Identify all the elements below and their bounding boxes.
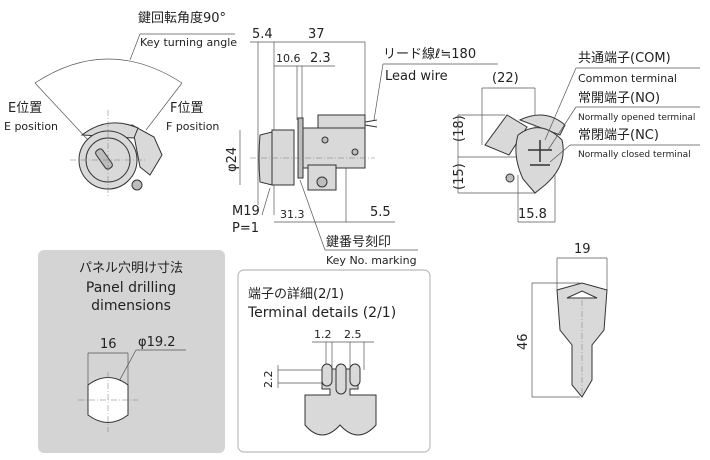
leader-line (547, 106, 577, 151)
front-view: 鍵回転角度90° Key turning angle E位置 E positio… (4, 10, 237, 196)
dim-2-2: 2.2 (262, 371, 275, 389)
leader-line (549, 144, 571, 163)
dim-19: 19 (574, 242, 591, 257)
dim-phi19-2: φ19.2 (138, 335, 176, 350)
dim-2-5: 2.5 (344, 328, 362, 341)
e-position-en: E position (4, 120, 58, 133)
thread-size: M19 (232, 204, 260, 219)
lock-side-icon (250, 114, 378, 191)
no-terminal-en: Normally opened terminal (578, 113, 695, 123)
dim-31-3: 31.3 (280, 208, 305, 221)
dim-15-8: 15.8 (518, 207, 547, 222)
lock-front-icon (70, 110, 163, 196)
leader-line (261, 187, 271, 216)
terminal-details-box: 端子の詳細(2/1) Terminal details (2/1) 1.2 2.… (237, 269, 431, 453)
panel-drilling-box: パネル穴明け寸法 Panel drilling dimensions 16 φ1… (38, 250, 225, 453)
dim-5-5: 5.5 (370, 205, 391, 220)
lock-rear-icon (484, 114, 566, 194)
key-turning-angle-en: Key turning angle (140, 36, 237, 49)
lead-wire-en: Lead wire (385, 69, 448, 84)
f-line (145, 82, 183, 131)
com-terminal-en: Common terminal (578, 72, 677, 85)
panel-title-en-2: dimensions (91, 298, 171, 314)
dim-5-4: 5.4 (252, 27, 273, 42)
no-terminal-jp: 常開端子(NO) (578, 91, 660, 106)
key-drawing: 19 46 (516, 242, 608, 398)
thread-pitch: P=1 (232, 221, 259, 236)
panel-title-en-1: Panel drilling (86, 280, 176, 296)
key-no-marking-jp: 鍵番号刻印 (326, 234, 391, 250)
key-no-marking-en: Key No. marking (326, 254, 417, 267)
nc-terminal-en: Normally closed terminal (578, 150, 691, 160)
key-turning-angle-jp: 鍵回転角度90° (138, 10, 226, 26)
terminal-title-en: Terminal details (2/1) (247, 305, 396, 321)
side-view: 5.4 37 10.6 2.3 リード線ℓ≒180 Lead wire φ24 (225, 27, 498, 267)
dim-1-2: 1.2 (314, 328, 332, 341)
dim-18: (18) (452, 115, 467, 142)
dim-2-3: 2.3 (310, 51, 331, 66)
dim-16: 16 (100, 337, 117, 352)
rear-view: (22) (18) (15) 15.8 共通端子(COM) Common ter… (452, 51, 700, 223)
key-icon (556, 282, 608, 398)
e-line (34, 82, 89, 141)
lead-wire-jp: リード線ℓ≒180 (383, 46, 476, 62)
leader-line (129, 33, 141, 61)
terminal-box-border (237, 269, 431, 453)
dim-22: (22) (492, 71, 519, 86)
leader-line (299, 179, 326, 251)
f-position-en: F position (166, 120, 219, 133)
panel-box-bg (38, 250, 225, 453)
dim-37: 37 (308, 27, 325, 42)
dim-46: 46 (516, 333, 531, 350)
dim-phi24: φ24 (225, 147, 240, 172)
f-position-jp: F位置 (170, 101, 203, 116)
angle-arc (34, 58, 183, 84)
dim-10-6: 10.6 (276, 52, 301, 65)
leader-line (544, 67, 577, 141)
nc-terminal-jp: 常閉端子(NC) (578, 128, 659, 143)
com-terminal-jp: 共通端子(COM) (578, 51, 671, 66)
dim-15: (15) (452, 163, 467, 190)
e-position-jp: E位置 (8, 101, 42, 116)
panel-title-jp: パネル穴明け寸法 (79, 261, 183, 276)
leader-line (373, 63, 384, 121)
terminal-detail-icon (304, 363, 377, 436)
terminal-title-jp: 端子の詳細(2/1) (248, 286, 344, 302)
